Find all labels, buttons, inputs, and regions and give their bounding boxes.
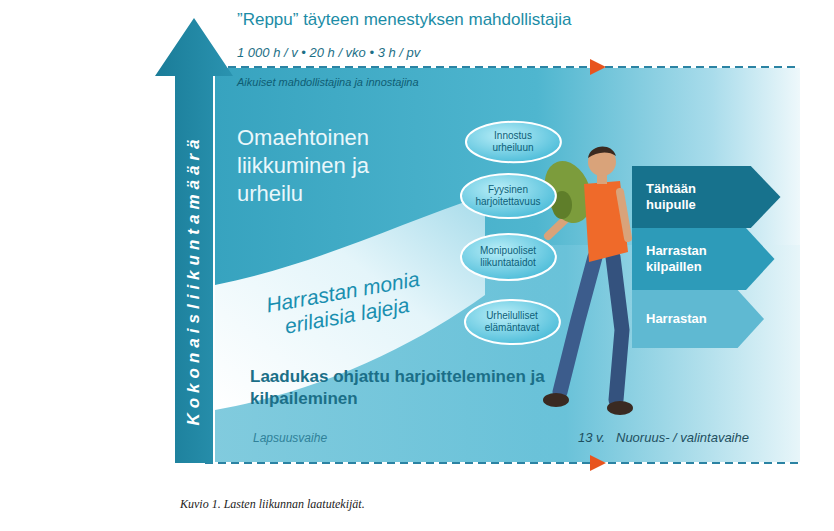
path-chevron: Harrastan kilpaillen: [632, 228, 775, 290]
dashed-line: [205, 462, 800, 464]
orange-marker: [590, 455, 606, 471]
node-text: Harrastan kilpaillen: [646, 243, 734, 275]
node-text: Monipuoliset liikuntataidot: [471, 245, 545, 269]
figure-title: ”Reppu” täyteen menestyksen mahdollistaj…: [237, 10, 572, 30]
node-text: Tähtään huipulle: [646, 181, 739, 213]
orange-marker: [590, 59, 606, 75]
figure-caption: Kuvio 1. Lasten liikunnan laatutekijät.: [180, 497, 365, 512]
quality-ellipse: Fyysinen harjoitettavuus: [459, 172, 558, 220]
phase-label: Nuoruus- / valintavaihe: [616, 430, 749, 445]
time-amounts: 1 000 h / v • 20 h / vko • 3 h / pv: [237, 45, 420, 60]
background-panel: [215, 68, 800, 462]
path-chevron: Harrastan: [632, 290, 764, 348]
phase-label: Lapsuusvaihe: [253, 431, 327, 445]
quality-ellipse: Innostus urheiluun: [464, 120, 563, 164]
age-label: 13 v.: [578, 430, 605, 445]
quality-ellipse: Urheilulliset elämäntavat: [463, 298, 562, 346]
node-text: Fyysinen harjoitettavuus: [471, 184, 545, 208]
quality-ellipse: Monipuoliset liikuntataidot: [459, 232, 558, 282]
adults-note: Aikuiset mahdollistajina ja innostajina: [237, 76, 419, 88]
node-text: Kokonaisliikuntamäärä: [175, 90, 213, 470]
node-text: Urheilulliset elämäntavat: [475, 310, 549, 334]
node-text: Harrastan: [646, 311, 707, 327]
region-label: Omaehtoinen liikkuminen ja urheilu: [237, 124, 432, 208]
node-text: Innostus urheiluun: [476, 130, 550, 154]
dashed-line: [215, 66, 800, 68]
region-label: Laadukas ohjattu harjoitteleminen ja kil…: [250, 366, 590, 410]
path-chevron: Tähtään huipulle: [632, 166, 780, 228]
